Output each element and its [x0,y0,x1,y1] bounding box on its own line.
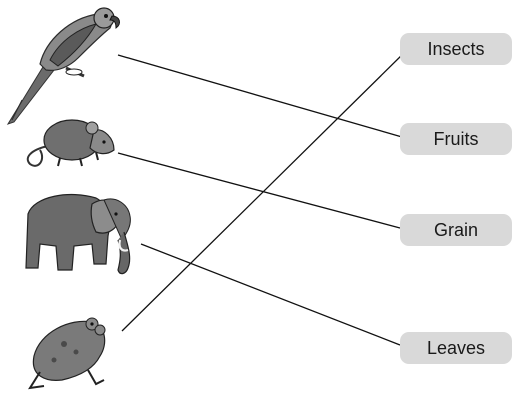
frog-icon [28,317,106,390]
elephant-icon [25,193,131,275]
food-label-grain-text: Grain [433,219,478,240]
line-elephant-to-leaves [140,243,401,346]
food-label-insects[interactable]: Insects [400,33,512,65]
rat-icon [26,119,115,167]
parrot-icon [6,7,120,125]
food-label-fruits[interactable]: Fruits [400,123,512,155]
food-label-fruits-text: Fruits [433,128,479,149]
food-label-insects-text: Insects [427,38,485,59]
line-parrot-to-fruits [117,54,403,138]
line-frog-to-insects [121,50,407,332]
food-label-grain[interactable]: Grain [400,214,512,246]
line-rat-to-grain [117,152,401,229]
food-label-leaves[interactable]: Leaves [400,332,512,364]
food-label-leaves-text: Leaves [426,337,486,358]
